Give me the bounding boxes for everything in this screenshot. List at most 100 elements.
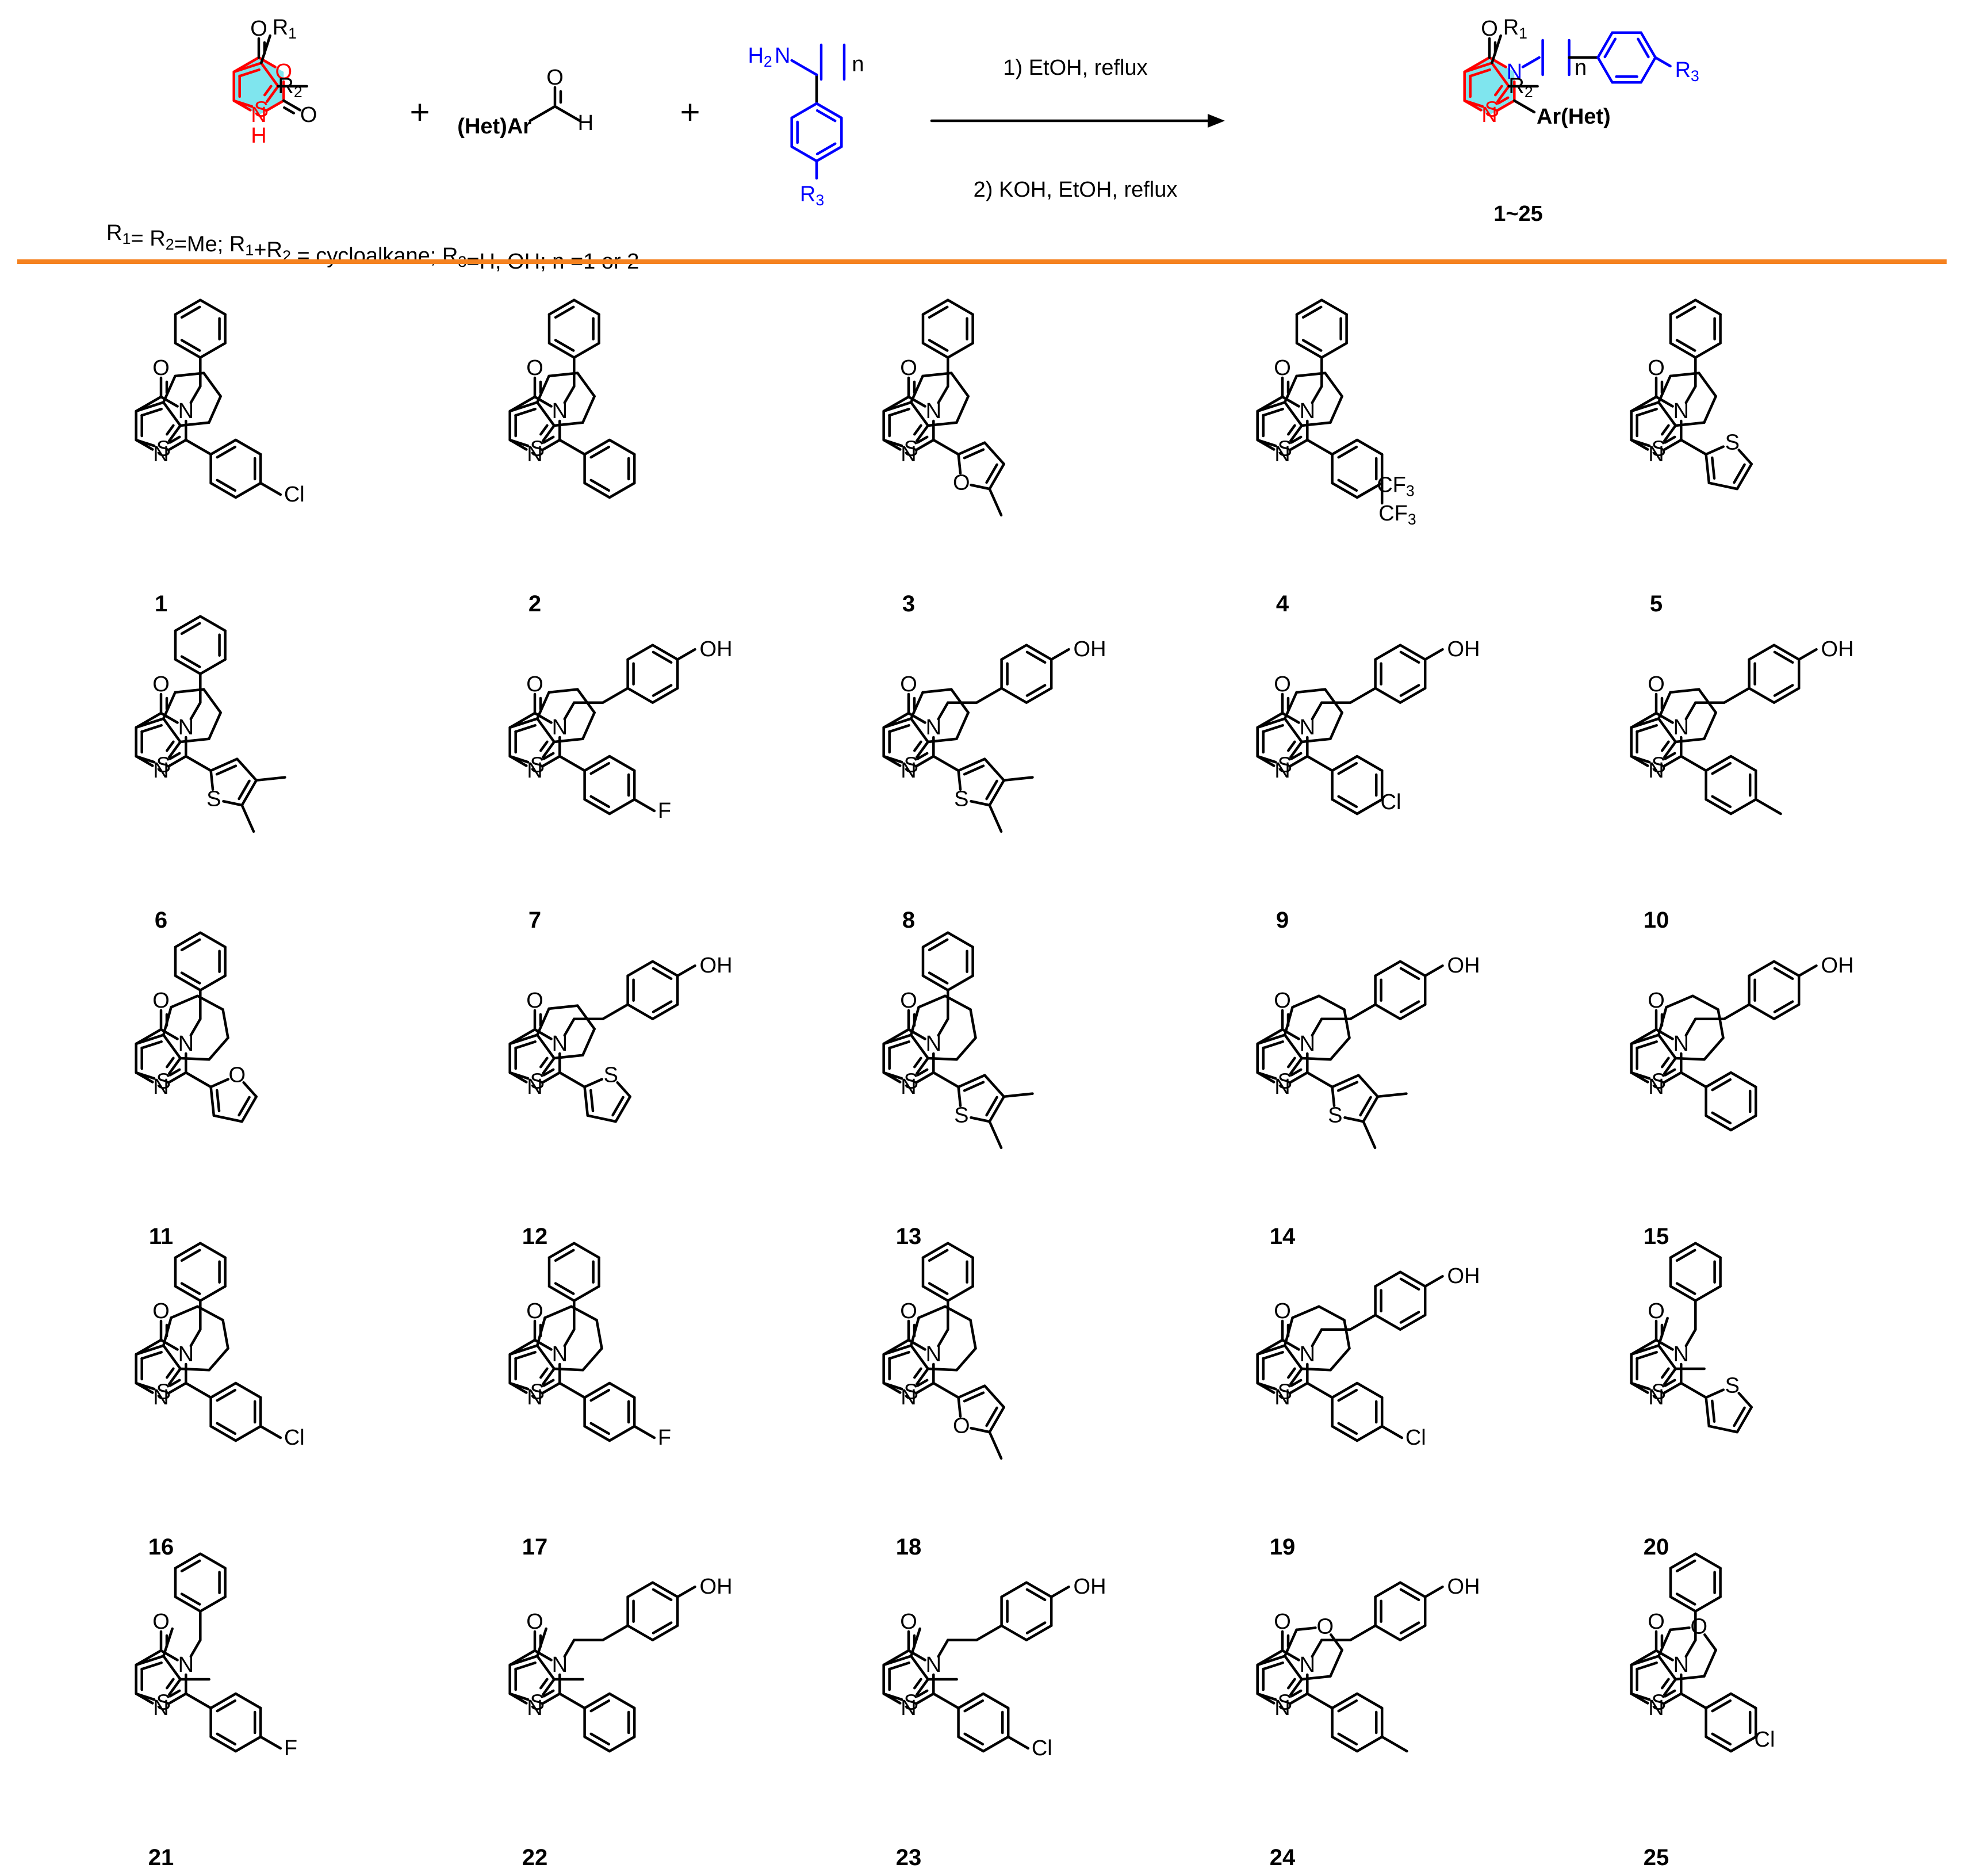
bond [921,298,949,316]
bond [199,1242,227,1259]
bond-inner [1337,478,1358,492]
bond-inner [888,723,910,733]
bond-inner [180,1592,201,1606]
heteroatom-label: O [953,1414,970,1438]
bond-inner [1661,424,1670,436]
ring-bond [1300,1056,1332,1061]
compound-number: 3 [902,591,915,617]
ring-bond [179,737,210,744]
thiophene-sulfur: S [1278,437,1292,461]
bond-inner [589,1388,611,1402]
bond-inner [1711,1732,1732,1746]
bond [1496,85,1510,103]
ring-bond [1329,1347,1351,1372]
bond [1289,1692,1309,1705]
bond [947,1242,974,1259]
bond [988,1406,1005,1434]
bond-inner [180,339,201,352]
r1-label: R1 [273,16,297,42]
bond [528,105,557,122]
bond-inner [180,1249,201,1262]
n-ch2-bond [1311,385,1323,404]
compound-number: 12 [522,1224,548,1249]
bond [1705,445,1725,456]
arrow-head [1208,114,1225,128]
ring-bond [179,1367,210,1372]
ring-bond [1657,374,1672,404]
bond [1284,401,1303,427]
c-oh-bond [676,964,696,977]
bond [533,1028,553,1040]
bond [209,757,239,772]
bond [533,711,553,724]
bond [508,755,530,764]
carbonyl-oxygen: O [1274,356,1291,380]
compound-number: 7 [528,908,541,933]
bond [975,687,1003,704]
ring-bond [1295,372,1327,378]
bond [1705,453,1711,484]
compound-number: 23 [896,1845,922,1870]
compound-number: 9 [1276,908,1289,933]
ring-bond [955,1036,977,1061]
bond [626,1003,654,1020]
bond [174,615,202,632]
bond-inner [140,1040,163,1050]
bond-inner [1603,37,1617,59]
bond-inner [216,445,237,459]
bond [1640,56,1657,84]
bond [1331,1085,1336,1108]
bond [1343,1116,1365,1123]
product-n1: N [1481,103,1497,127]
bond [135,438,156,447]
bond [1705,798,1733,816]
bond-inner [1287,424,1296,436]
bond-inner [916,752,929,760]
ring-bond [921,372,953,378]
ring-bond [1300,737,1332,744]
bond [1729,798,1757,816]
bond [651,687,679,704]
carbonyl-oxygen: O [900,356,917,380]
bond [240,1095,258,1123]
chain-bond [1521,56,1541,68]
aldehyde-h: H [578,111,593,135]
bond [1463,62,1493,74]
bond [174,658,202,675]
bond [1399,1581,1427,1598]
ring-bond [1300,1675,1332,1681]
bond [651,1581,679,1598]
bond [957,441,986,456]
bond-inner [1661,1678,1670,1690]
bond [1663,1381,1683,1394]
product-n-label: n [1575,56,1587,80]
ring-bond [1317,1305,1346,1322]
hydroxyl-label: OH [1074,637,1106,661]
carbonyl-oxygen: O [152,356,170,380]
bond [1355,755,1384,772]
product-range: 1~25 [1493,202,1543,226]
bond-inner [238,1096,251,1117]
hydroxyl-label: OH [1821,637,1854,661]
bond [174,931,202,948]
bond-inner [1664,1689,1676,1698]
halogen-bond [633,1425,656,1439]
bond [167,1367,182,1385]
bond [583,1692,611,1710]
bond [651,644,679,661]
bond-inner [1399,1588,1420,1602]
bond-inner [611,1096,625,1117]
thiophene-sulfur: S [1652,753,1666,777]
bond [1772,1003,1801,1020]
bond-inner [589,1732,611,1746]
bond [1680,1692,1707,1710]
n-ch2-bond [563,385,576,404]
bond-inner [1636,1661,1658,1671]
bond [583,438,611,456]
bond [1596,56,1614,84]
